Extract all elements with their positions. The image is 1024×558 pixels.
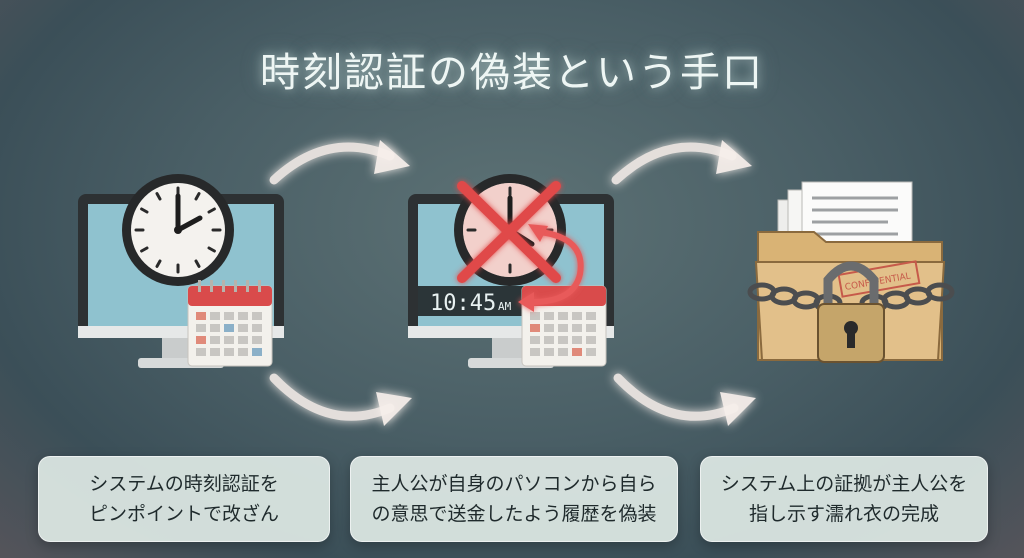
caption-step-1-line-1: システムの時刻認証を (89, 473, 279, 495)
cross-mark-icon (457, 181, 561, 283)
flow-arrow-bottom-right (613, 373, 756, 426)
diagram-title: 時刻認証の偽装という手口 (260, 50, 764, 96)
flow-arrow-bottom-left (269, 373, 412, 426)
caption-step-1-line-2: ピンポイントで改ざん (88, 503, 279, 525)
reverse-arrow-icon (518, 224, 584, 312)
center-illustration: 10:45 AM (408, 174, 614, 368)
padlock-icon (817, 261, 885, 363)
caption-step-1: システムの時刻認証を ピンポイントで改ざん (38, 456, 330, 542)
chain-icon (747, 282, 955, 313)
caption-step-3-line-1: システム上の証拠が主人公を (720, 473, 968, 495)
caption-step-3-line-2: 指し示す濡れ衣の完成 (748, 503, 939, 525)
digital-time-ampm: AM (498, 300, 512, 313)
right-illustration: CONFIDENTIAL (747, 181, 955, 363)
caption-step-2: 主人公が自身のパソコンから自ら の意思で送金したよう履歴を偽装 (350, 456, 678, 542)
flow-arrow-top-left (269, 140, 410, 185)
digital-time-readout: 10:45 (430, 291, 496, 316)
calendar-icon (187, 280, 273, 367)
clock-icon (122, 174, 234, 286)
left-illustration (78, 174, 284, 368)
caption-step-2-line-1: 主人公が自身のパソコンから自ら (371, 473, 657, 495)
flow-arrow-top-right (611, 140, 752, 185)
caption-step-2-line-2: の意思で送金したよう履歴を偽装 (371, 503, 657, 525)
caption-step-3: システム上の証拠が主人公を 指し示す濡れ衣の完成 (700, 456, 988, 542)
